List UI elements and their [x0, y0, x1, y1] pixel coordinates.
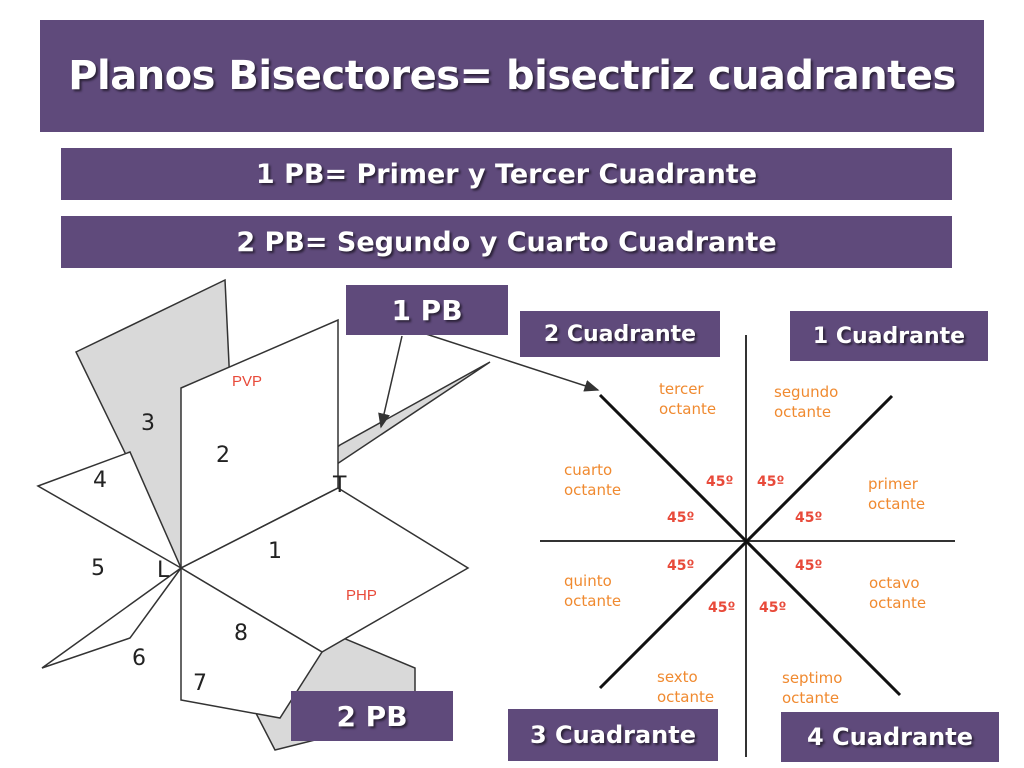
plane-lower-front [180, 566, 324, 719]
line-lt-axis [180, 487, 339, 569]
region-5-label: 5 [91, 556, 105, 581]
angle-label: 45º [759, 600, 786, 616]
plane-second-bisector-left [41, 567, 182, 669]
pvp-label: PVP [232, 373, 262, 390]
second-bisector-line [598, 394, 894, 690]
tag-second-bisector: 2 PB [291, 691, 453, 741]
angle-label: 45º [708, 600, 735, 616]
angle-label: 45º [757, 474, 784, 490]
region-8-label: 8 [234, 621, 248, 646]
tag-quadrant-3: 3 Cuadrante [508, 709, 718, 761]
first-bisector-line [598, 393, 902, 697]
tag-quadrant-4: 4 Cuadrante [781, 712, 999, 762]
angle-label: 45º [667, 558, 694, 574]
arrow-to-bisector-line [425, 333, 600, 392]
axis-l-label: L [157, 558, 170, 583]
subtitle-first-bisector: 1 PB= Primer y Tercer Cuadrante [61, 148, 952, 200]
php-label: PHP [346, 587, 377, 604]
region-6-label: 6 [132, 646, 146, 671]
angle-label: 45º [706, 474, 733, 490]
subtitle-second-bisector: 2 PB= Segundo y Cuarto Cuadrante [61, 216, 952, 268]
angle-label: 45º [795, 510, 822, 526]
region-1-label: 1 [268, 539, 282, 564]
region-3-label: 3 [141, 411, 155, 436]
angle-label: 45º [667, 510, 694, 526]
region-2-label: 2 [216, 443, 230, 468]
tag-quadrant-2: 2 Cuadrante [520, 311, 720, 357]
region-7-label: 7 [193, 671, 207, 696]
plane-left-wing [36, 451, 183, 570]
axis-t-label: T [332, 473, 347, 498]
tag-quadrant-1: 1 Cuadrante [790, 311, 988, 361]
page-title: Planos Bisectores= bisectriz cuadrantes [40, 20, 984, 132]
region-4-label: 4 [93, 468, 107, 493]
planes-figure: PVP PHP L T 1 2 3 4 5 6 7 8 [36, 278, 491, 751]
arrow-to-plane [378, 335, 403, 429]
tag-first-bisector: 1 PB [346, 285, 508, 335]
angle-label: 45º [795, 558, 822, 574]
